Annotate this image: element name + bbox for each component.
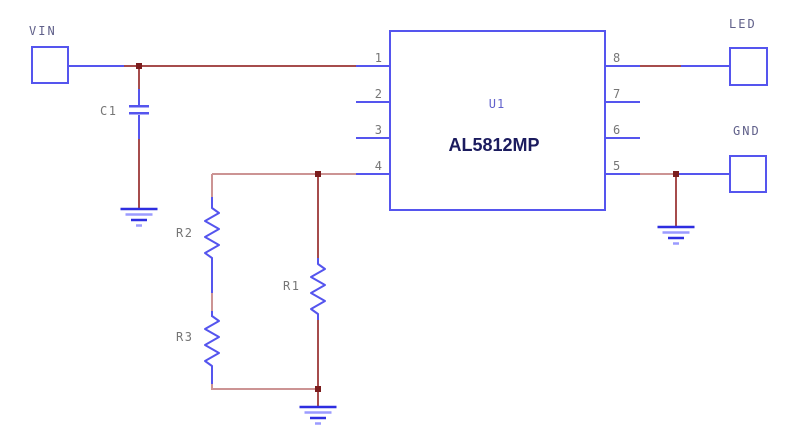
ground-symbol-c1[interactable] — [120, 207, 158, 227]
net-divider-gnd[interactable] — [211, 320, 319, 406]
port-gnd-pad[interactable] — [729, 155, 767, 193]
net-vin[interactable] — [124, 65, 356, 89]
port-led[interactable]: LED — [681, 17, 768, 86]
port-vin-pad[interactable] — [31, 46, 69, 84]
capacitor-c1-plate-bottom[interactable] — [129, 112, 149, 115]
ic-pin-5-number: 5 — [613, 159, 620, 173]
resistor-r2[interactable]: R2 — [176, 197, 220, 293]
net-pin5-gnd[interactable] — [640, 173, 677, 226]
port-gnd[interactable]: GND — [676, 124, 767, 193]
port-vin[interactable]: VIN — [29, 24, 124, 84]
junction-dot-pin4 — [315, 171, 321, 177]
port-gnd-label: GND — [733, 124, 761, 138]
port-led-pad[interactable] — [729, 47, 768, 86]
capacitor-c1-plate-top[interactable] — [129, 105, 149, 108]
port-led-label: LED — [729, 17, 757, 31]
ic-u1-part: AL5812MP — [448, 135, 539, 155]
net-pin4-divider[interactable] — [211, 173, 356, 317]
ic-u1-body[interactable] — [389, 30, 606, 211]
port-vin-label: VIN — [29, 24, 57, 38]
capacitor-c1-label: C1 — [100, 104, 117, 118]
resistor-r2-body[interactable] — [204, 207, 220, 259]
ic-u1[interactable]: U1 AL5812MP 1 2 3 4 8 7 6 5 — [356, 30, 640, 211]
resistor-r1[interactable]: R1 — [283, 258, 326, 320]
ic-pin-6-number: 6 — [613, 123, 620, 137]
ground-symbol-pin5[interactable] — [657, 225, 695, 245]
ground-symbol-divider[interactable] — [299, 405, 337, 425]
junction-dot-bottom — [315, 386, 321, 392]
junction-dot-vin — [136, 63, 142, 69]
ic-u1-ref: U1 — [489, 97, 505, 111]
ic-pin-8-number: 8 — [613, 51, 620, 65]
resistor-r1-body[interactable] — [310, 263, 326, 315]
ic-pin-7-number: 7 — [613, 87, 620, 101]
capacitor-c1[interactable]: C1 — [100, 89, 149, 139]
resistor-r3[interactable]: R3 — [176, 311, 220, 384]
resistor-r2-label: R2 — [176, 226, 193, 240]
resistor-r3-label: R3 — [176, 330, 193, 344]
ic-pin-2-number: 2 — [375, 87, 382, 101]
ic-pin-3-number: 3 — [375, 123, 382, 137]
resistor-r1-label: R1 — [283, 279, 300, 293]
ic-pin-4-number: 4 — [375, 159, 382, 173]
junction-dot-pin5 — [673, 171, 679, 177]
resistor-r3-body[interactable] — [204, 315, 220, 367]
ic-pin-1-number: 1 — [375, 51, 382, 65]
